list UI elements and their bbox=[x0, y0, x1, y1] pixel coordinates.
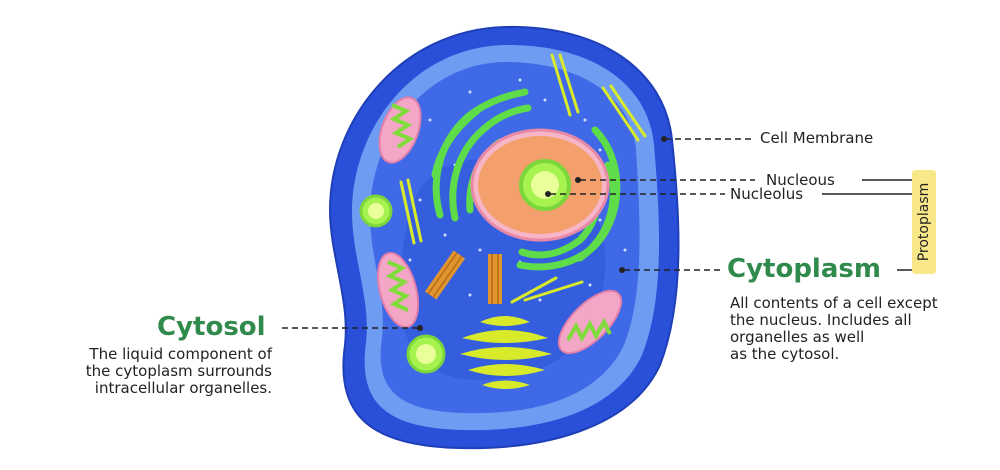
mitochondrion-right bbox=[557, 289, 623, 355]
leader-lines bbox=[282, 138, 912, 329]
label-nucleous: Nucleous bbox=[766, 171, 835, 189]
label-nucleolus: Nucleolus bbox=[730, 185, 804, 203]
centriole-right bbox=[488, 254, 502, 304]
description-cytoplasm: All contents of a cell except the nucleu… bbox=[730, 295, 938, 363]
description-cytosol-line: The liquid component of bbox=[89, 345, 272, 363]
description-cytosol: The liquid component of the cytoplasm su… bbox=[86, 346, 272, 397]
description-cytoplasm-line: the nucleus. Includes all bbox=[730, 311, 912, 329]
label-cytosol: Cytosol bbox=[157, 312, 266, 342]
description-cytoplasm-line: All contents of a cell except bbox=[730, 294, 938, 312]
label-cell-membrane: Cell Membrane bbox=[760, 129, 874, 147]
mitochondrion-top-left bbox=[378, 96, 422, 164]
description-cytosol-line: intracellular organelles. bbox=[94, 379, 272, 397]
microtubules bbox=[399, 53, 647, 304]
description-cytoplasm-line: organelles as well bbox=[730, 328, 865, 346]
vesicle-upper bbox=[359, 194, 393, 228]
leader-dots bbox=[417, 136, 667, 331]
centriole-left bbox=[424, 250, 466, 300]
label-protoplasm: Protoplasm bbox=[916, 182, 932, 262]
vesicle-lower bbox=[406, 334, 446, 374]
description-cytosol-line: the cytoplasm surrounds bbox=[85, 362, 272, 380]
description-cytoplasm-line: as the cytosol. bbox=[730, 345, 840, 363]
protoplasm-box: Protoplasm bbox=[912, 170, 936, 274]
label-cytoplasm: Cytoplasm bbox=[727, 254, 881, 284]
mitochondrion-left bbox=[377, 252, 419, 328]
golgi-apparatus bbox=[460, 316, 552, 389]
nucleolus-core bbox=[531, 171, 559, 199]
